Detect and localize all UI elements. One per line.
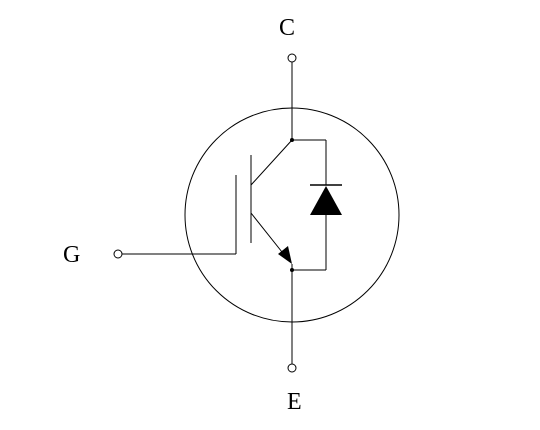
diode-triangle-icon <box>310 186 342 215</box>
gate-label: G <box>63 242 80 268</box>
emitter-terminal-pin <box>287 363 297 373</box>
emitter-label: E <box>287 389 302 415</box>
gate-terminal-pin <box>113 249 123 259</box>
emitter-diagonal <box>250 212 283 253</box>
collector-terminal-pin <box>287 53 297 63</box>
collector-diagonal <box>250 139 293 186</box>
collector-label: C <box>279 15 295 41</box>
emitter-arrow-icon <box>278 246 292 264</box>
